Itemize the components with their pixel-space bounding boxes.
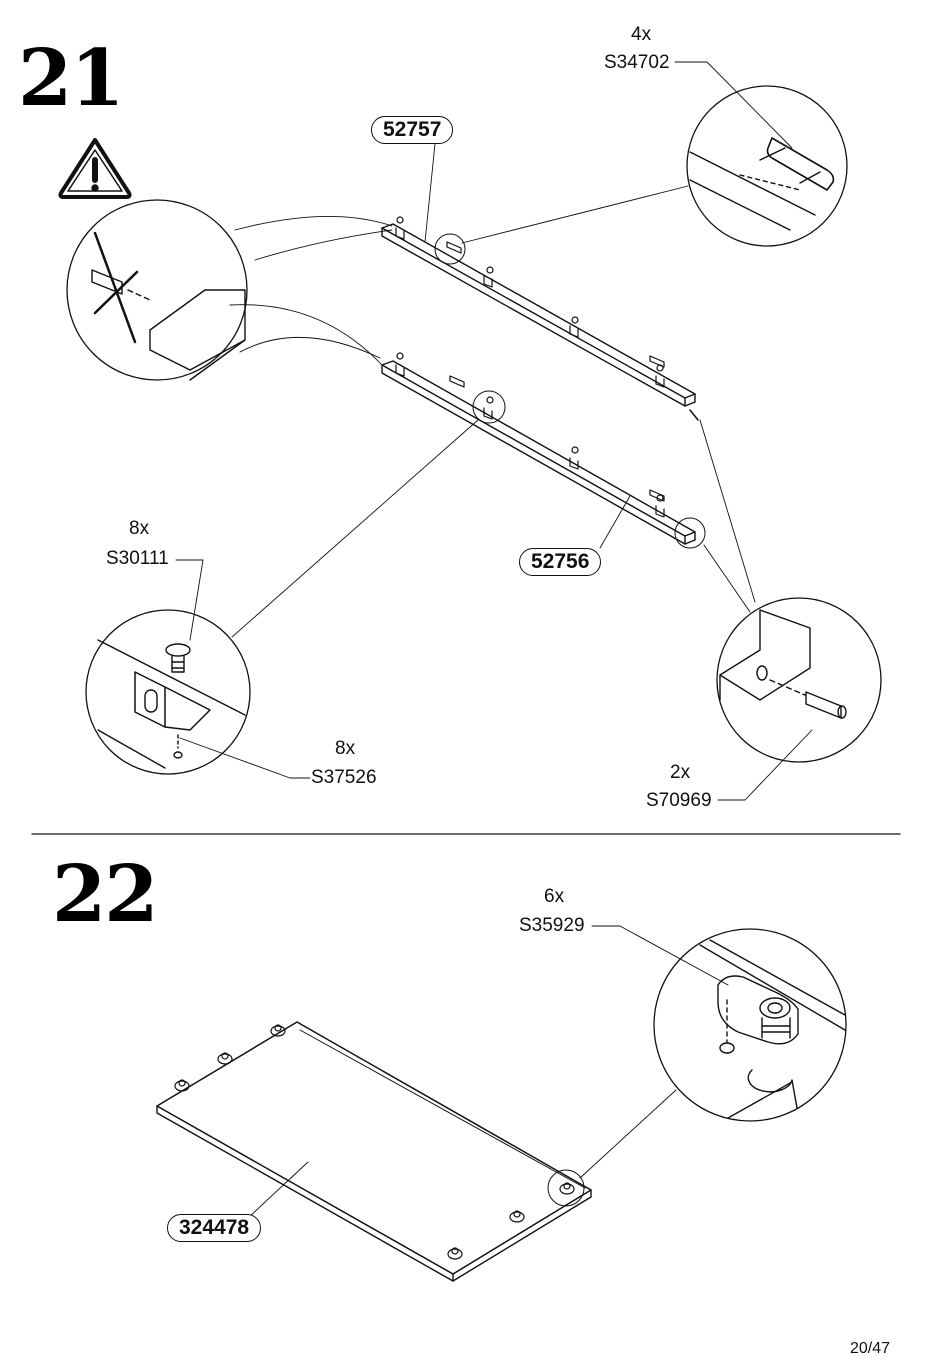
part-label-324478: 324478 xyxy=(167,1214,262,1243)
warning-icon xyxy=(58,138,132,199)
hardware-qty-s35929: 6x xyxy=(544,886,565,907)
rail-52756 xyxy=(381,352,706,549)
part-label-52756: 52756 xyxy=(519,548,602,577)
detail-s35929 xyxy=(579,925,847,1179)
detail-no-dowel xyxy=(66,199,393,381)
hardware-code-s34702: S34702 xyxy=(604,52,670,73)
hardware-qty-s34702: 4x xyxy=(631,24,652,45)
step-number-21: 21 xyxy=(18,33,125,124)
panel-324478 xyxy=(156,1021,592,1282)
hardware-code-s30111: S30111 xyxy=(106,548,169,569)
detail-s70969 xyxy=(699,419,882,801)
hardware-code-s37526: S37526 xyxy=(311,767,377,788)
hardware-qty-s30111: 8x xyxy=(129,518,150,539)
part-label-52757: 52757 xyxy=(371,116,454,145)
hardware-qty-s37526: 8x xyxy=(335,738,356,759)
detail-bracket xyxy=(85,419,479,779)
hardware-code-s35929: S35929 xyxy=(519,915,585,936)
step-number-22: 22 xyxy=(52,849,159,940)
detail-s34702 xyxy=(461,61,848,247)
rail-52757 xyxy=(381,133,696,407)
hardware-code-s70969: S70969 xyxy=(646,790,712,811)
page-number: 20/47 xyxy=(849,1340,890,1357)
hardware-qty-s70969: 2x xyxy=(670,762,691,783)
